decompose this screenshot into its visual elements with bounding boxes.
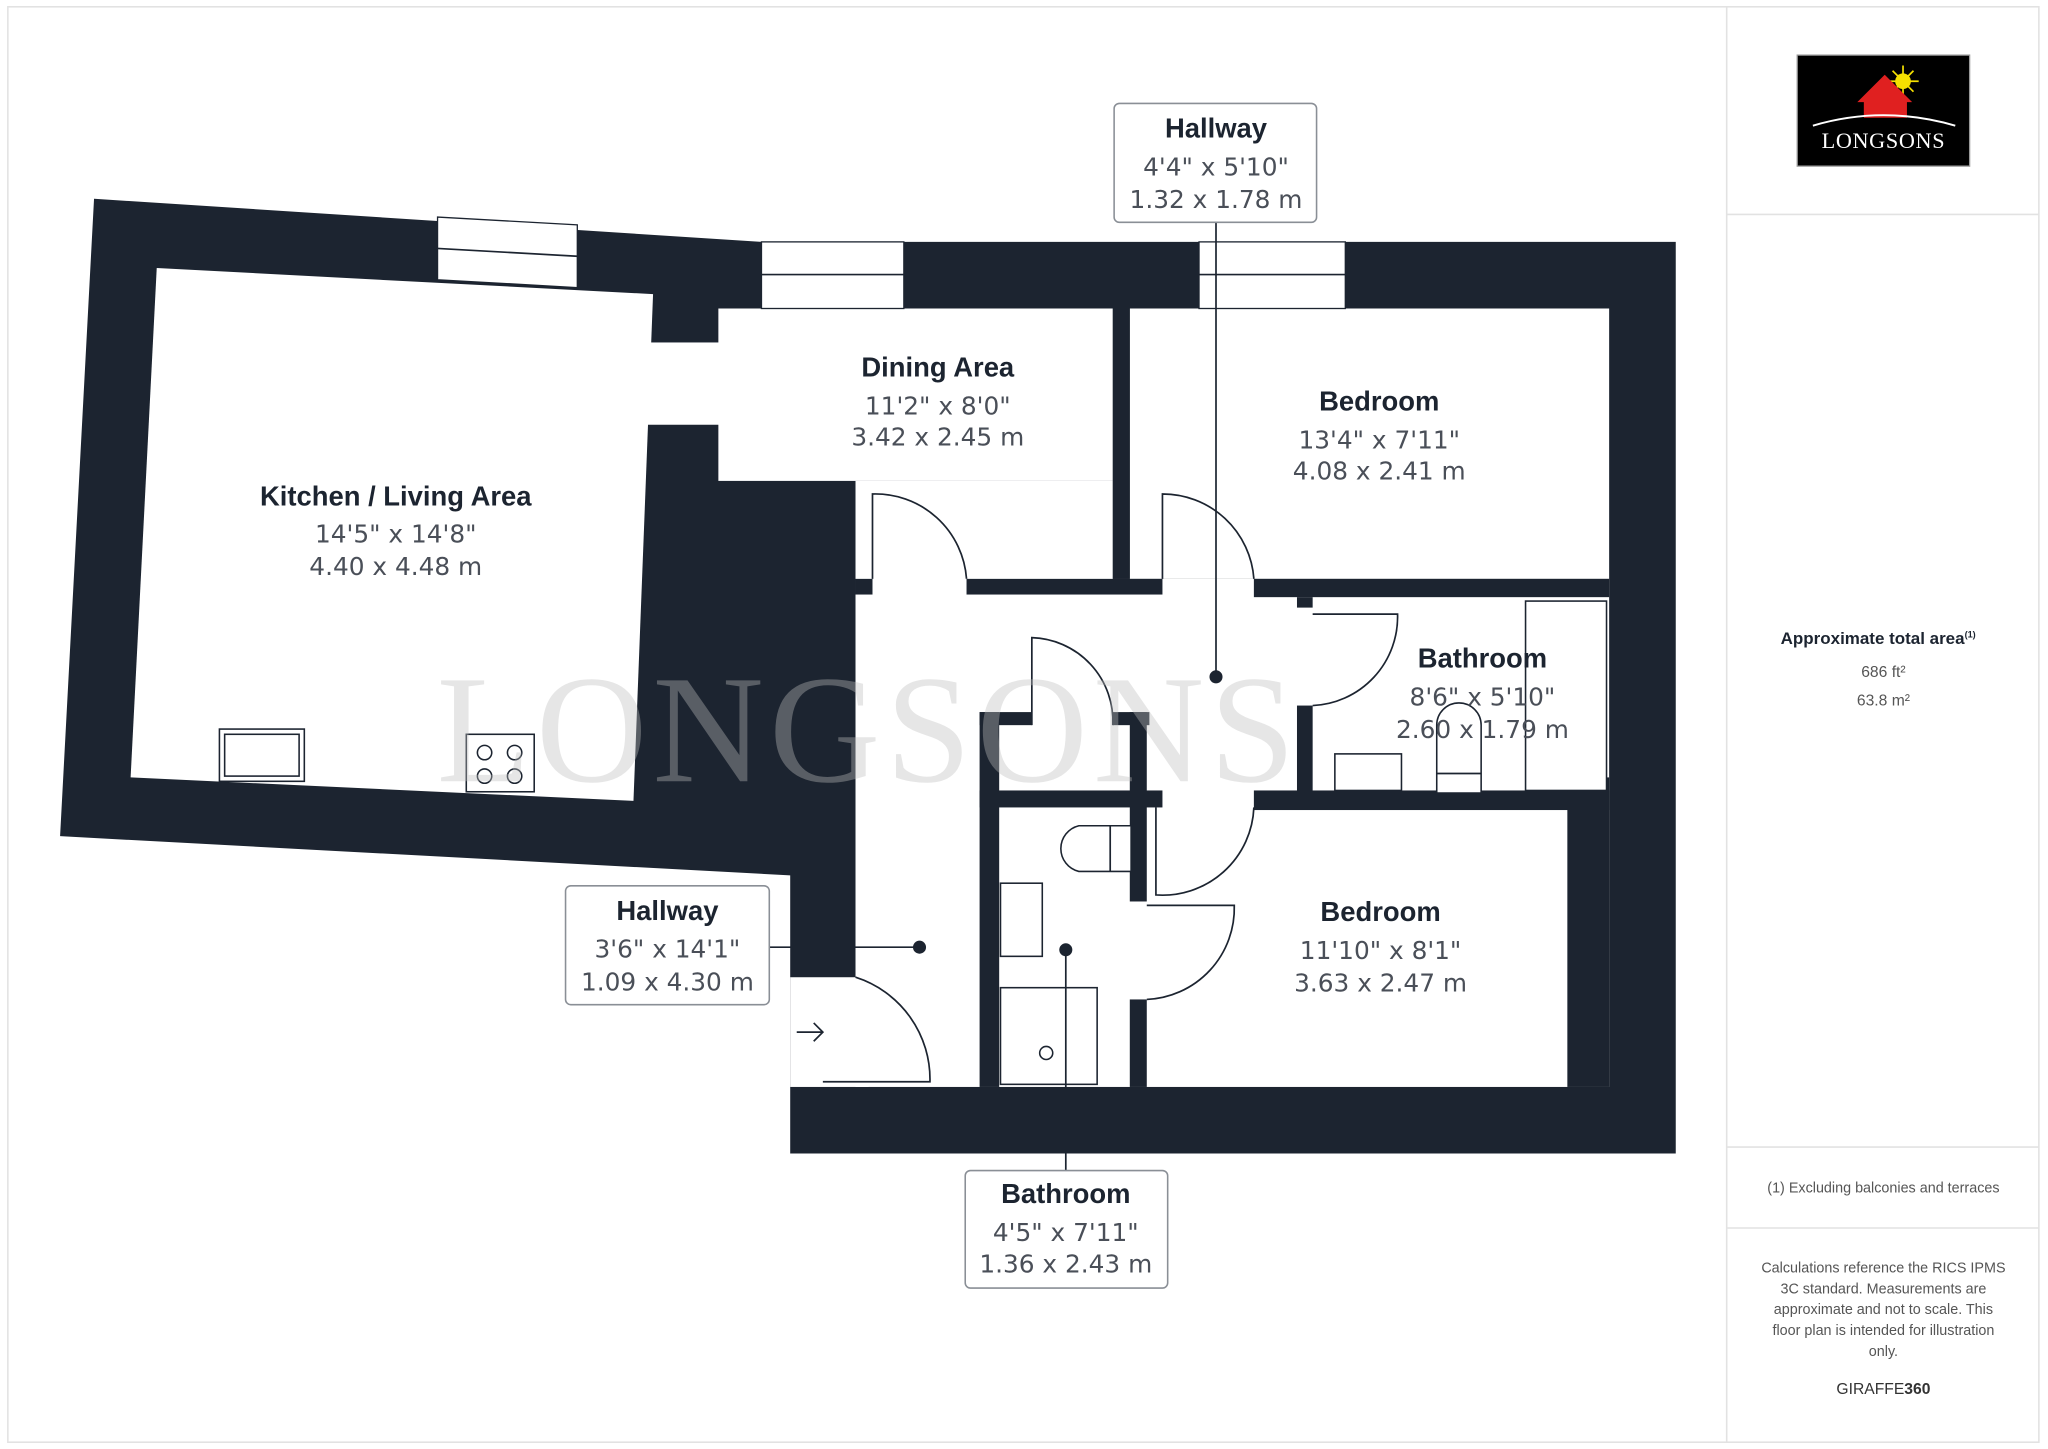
room-label-dining: Dining Area 11'2" x 8'0" 3.42 x 2.45 m (851, 351, 1024, 451)
area-title: Approximate total area(1) (1781, 629, 1976, 648)
area-summary: Approximate total area(1) 686 ft² 63.8 m… (1781, 629, 1976, 709)
svg-text:14'5" x 14'8": 14'5" x 14'8" (315, 519, 477, 548)
giraffe360-credit: GIRAFFE360 (1836, 1381, 1930, 1398)
callout-bathroom-bottom: Bathroom 4'5" x 7'11" 1.36 x 2.43 m (964, 943, 1169, 1289)
svg-text:Calculations reference the RIC: Calculations reference the RICS IPMS (1761, 1260, 2005, 1276)
svg-text:3'6" x 14'1": 3'6" x 14'1" (595, 935, 741, 964)
area-m: 63.8 m² (1857, 693, 1910, 710)
svg-text:Bathroom: Bathroom (1001, 1178, 1130, 1209)
footnote: (1) Excluding balconies and terraces (1767, 1181, 1999, 1197)
kitchen-floor (130, 268, 654, 801)
svg-text:floor plan is intended for ill: floor plan is intended for illustration (1772, 1323, 1994, 1339)
longsons-logo: LONGSONS (1796, 54, 1971, 167)
watermark: LONGSONS (437, 645, 1301, 815)
area-ft: 686 ft² (1861, 664, 1905, 681)
svg-text:Bedroom: Bedroom (1319, 385, 1439, 416)
room-label-bedroom-1: Bedroom 13'4" x 7'11" 4.08 x 2.41 m (1293, 385, 1466, 485)
callout-hallway-left: Hallway 3'6" x 14'1" 1.09 x 4.30 m (564, 885, 927, 1006)
doors (796, 493, 1399, 1083)
shower-icon (999, 986, 1098, 1086)
svg-text:4.08 x 2.41 m: 4.08 x 2.41 m (1293, 457, 1466, 486)
hob-icon (465, 733, 535, 793)
room-label-bathroom-1: Bathroom 8'6" x 5'10" 2.60 x 1.79 m (1396, 643, 1569, 745)
walls (60, 198, 1676, 1154)
svg-text:3.63 x 2.47 m: 3.63 x 2.47 m (1294, 969, 1467, 998)
windows (436, 216, 1346, 310)
svg-text:11'2" x 8'0": 11'2" x 8'0" (865, 391, 1011, 420)
svg-text:11'10" x 8'1": 11'10" x 8'1" (1300, 936, 1462, 965)
svg-text:1.36 x 2.43 m: 1.36 x 2.43 m (979, 1249, 1152, 1278)
svg-text:8'6" x 5'10": 8'6" x 5'10" (1410, 683, 1556, 712)
svg-text:4'5" x 7'11": 4'5" x 7'11" (993, 1218, 1139, 1247)
svg-text:LONGSONS: LONGSONS (1822, 128, 1946, 153)
svg-text:1.32 x 1.78 m: 1.32 x 1.78 m (1130, 185, 1303, 214)
svg-text:only.: only. (1869, 1344, 1898, 1360)
svg-text:Hallway: Hallway (616, 895, 719, 926)
svg-text:3.42 x 2.45 m: 3.42 x 2.45 m (851, 423, 1024, 452)
page-frame (7, 6, 2040, 1443)
house-icon (1857, 74, 1913, 118)
svg-text:4.40 x 4.48 m: 4.40 x 4.48 m (309, 552, 482, 581)
svg-text:Bathroom: Bathroom (1418, 643, 1547, 674)
svg-text:Bedroom: Bedroom (1320, 896, 1440, 927)
svg-text:Hallway: Hallway (1165, 112, 1268, 143)
sun-icon (1887, 65, 1919, 97)
basin-icon (1334, 753, 1403, 792)
toilet-icon (1435, 702, 1482, 794)
shower-icon (1524, 600, 1608, 792)
room-label-bedroom-2: Bedroom 11'10" x 8'1" 3.63 x 2.47 m (1294, 896, 1467, 998)
svg-text:approximate and not to scale.: approximate and not to scale. This (1774, 1302, 1993, 1318)
svg-text:Dining Area: Dining Area (861, 351, 1015, 382)
toilet-icon (1060, 824, 1132, 873)
room-label-kitchen: Kitchen / Living Area 14'5" x 14'8" 4.40… (260, 481, 532, 581)
entrance-arrow-icon (796, 1022, 825, 1042)
svg-text:1.09 x 4.30 m: 1.09 x 4.30 m (581, 967, 754, 996)
bedroom-1-floor (1129, 308, 1610, 579)
svg-text:4'4" x 5'10": 4'4" x 5'10" (1143, 152, 1289, 181)
svg-text:2.60 x 1.79 m: 2.60 x 1.79 m (1396, 715, 1569, 744)
fixtures (218, 600, 1608, 1086)
dining-floor (718, 308, 1113, 481)
basin-icon (999, 882, 1044, 958)
svg-text:3C standard. Measurements are: 3C standard. Measurements are (1780, 1281, 1986, 1297)
svg-text:Kitchen / Living Area: Kitchen / Living Area (260, 481, 532, 512)
disclaimer: Calculations reference the RICS IPMS 3C … (1761, 1260, 2005, 1360)
callout-hallway-top: Hallway 4'4" x 5'10" 1.32 x 1.78 m (1113, 102, 1318, 684)
svg-text:13'4" x 7'11": 13'4" x 7'11" (1298, 425, 1460, 454)
